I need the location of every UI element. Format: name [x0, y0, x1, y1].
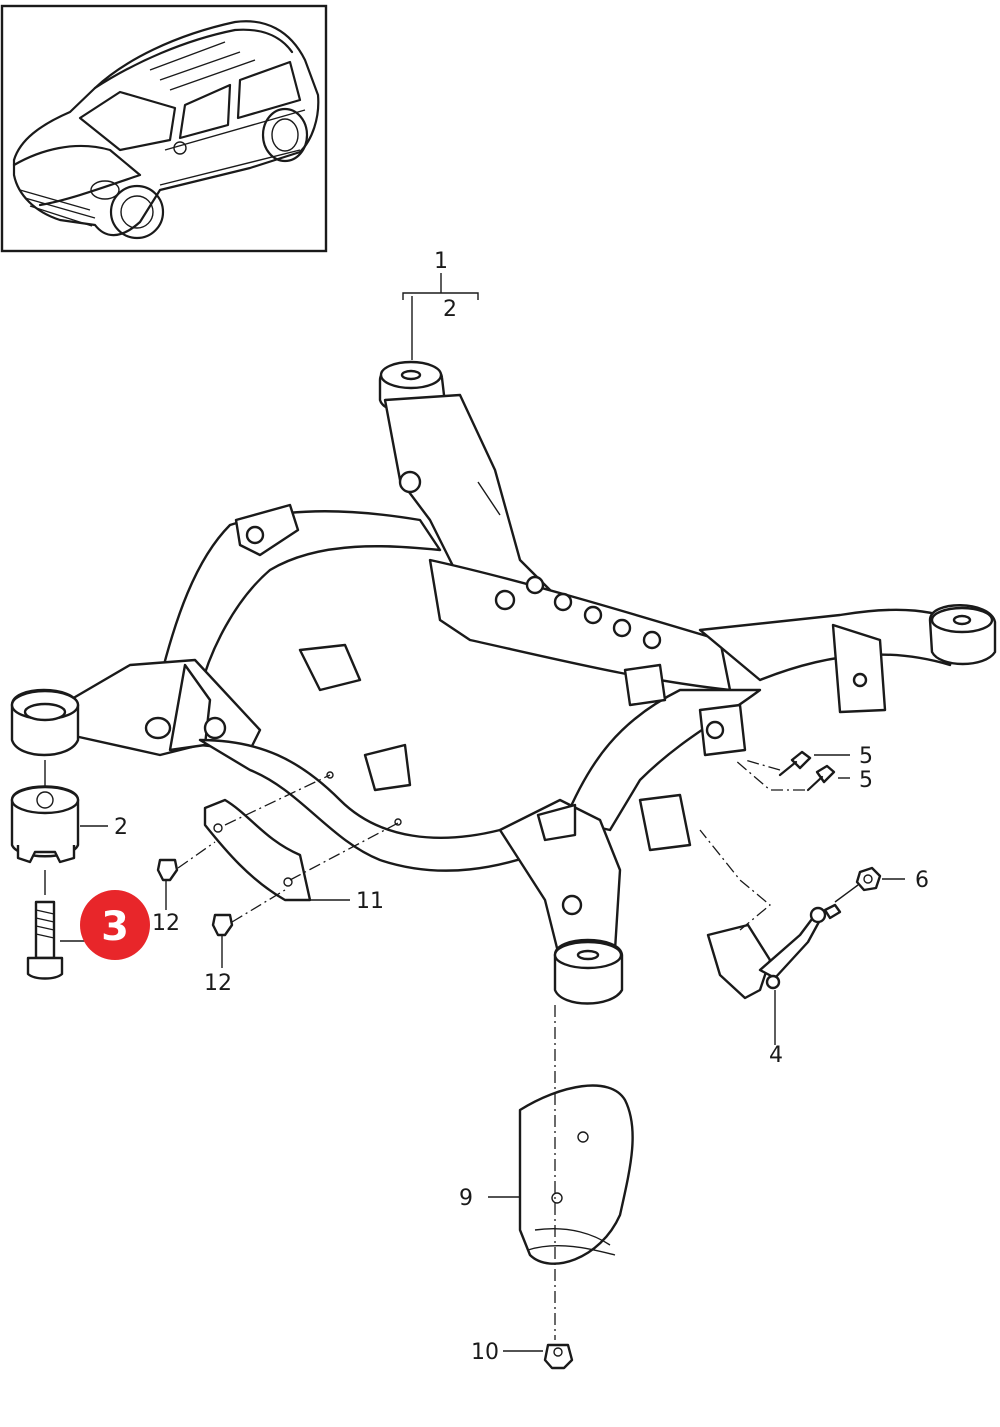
clip-part-b	[211, 889, 286, 937]
shield-plate-part	[203, 774, 401, 902]
nut-part	[834, 866, 882, 903]
badge-circle	[80, 890, 150, 960]
level-sensor-part	[699, 829, 842, 1000]
callout-5-a: 5	[859, 744, 873, 769]
callout-6: 6	[915, 868, 929, 893]
callout-2-top: 2	[443, 297, 457, 322]
bolt-part	[26, 870, 64, 980]
screw-part-a	[778, 750, 812, 777]
callout-2-left: 2	[114, 815, 128, 840]
badge-label: 3	[101, 904, 129, 950]
callout-10: 10	[471, 1340, 499, 1365]
bushing-lower-part	[10, 760, 80, 864]
callout-9: 9	[459, 1186, 473, 1211]
callout-11: 11	[356, 889, 384, 914]
leader-lines	[60, 273, 905, 1352]
callout-5-b: 5	[859, 768, 873, 793]
callout-12-a: 12	[152, 911, 180, 936]
screw-part-b	[806, 764, 836, 792]
rear-subframe-drawing	[10, 360, 997, 1005]
callout-1: 1	[434, 249, 448, 274]
clip-part-a	[156, 841, 216, 882]
protection-cover-part	[518, 1084, 634, 1265]
callout-12-b: 12	[204, 971, 232, 996]
bottom-nut-part	[543, 1343, 574, 1370]
highlight-badge-part-3[interactable]: 3	[80, 890, 150, 960]
callout-4: 4	[769, 1043, 783, 1068]
vehicle-thumbnail-icon	[0, 4, 328, 253]
